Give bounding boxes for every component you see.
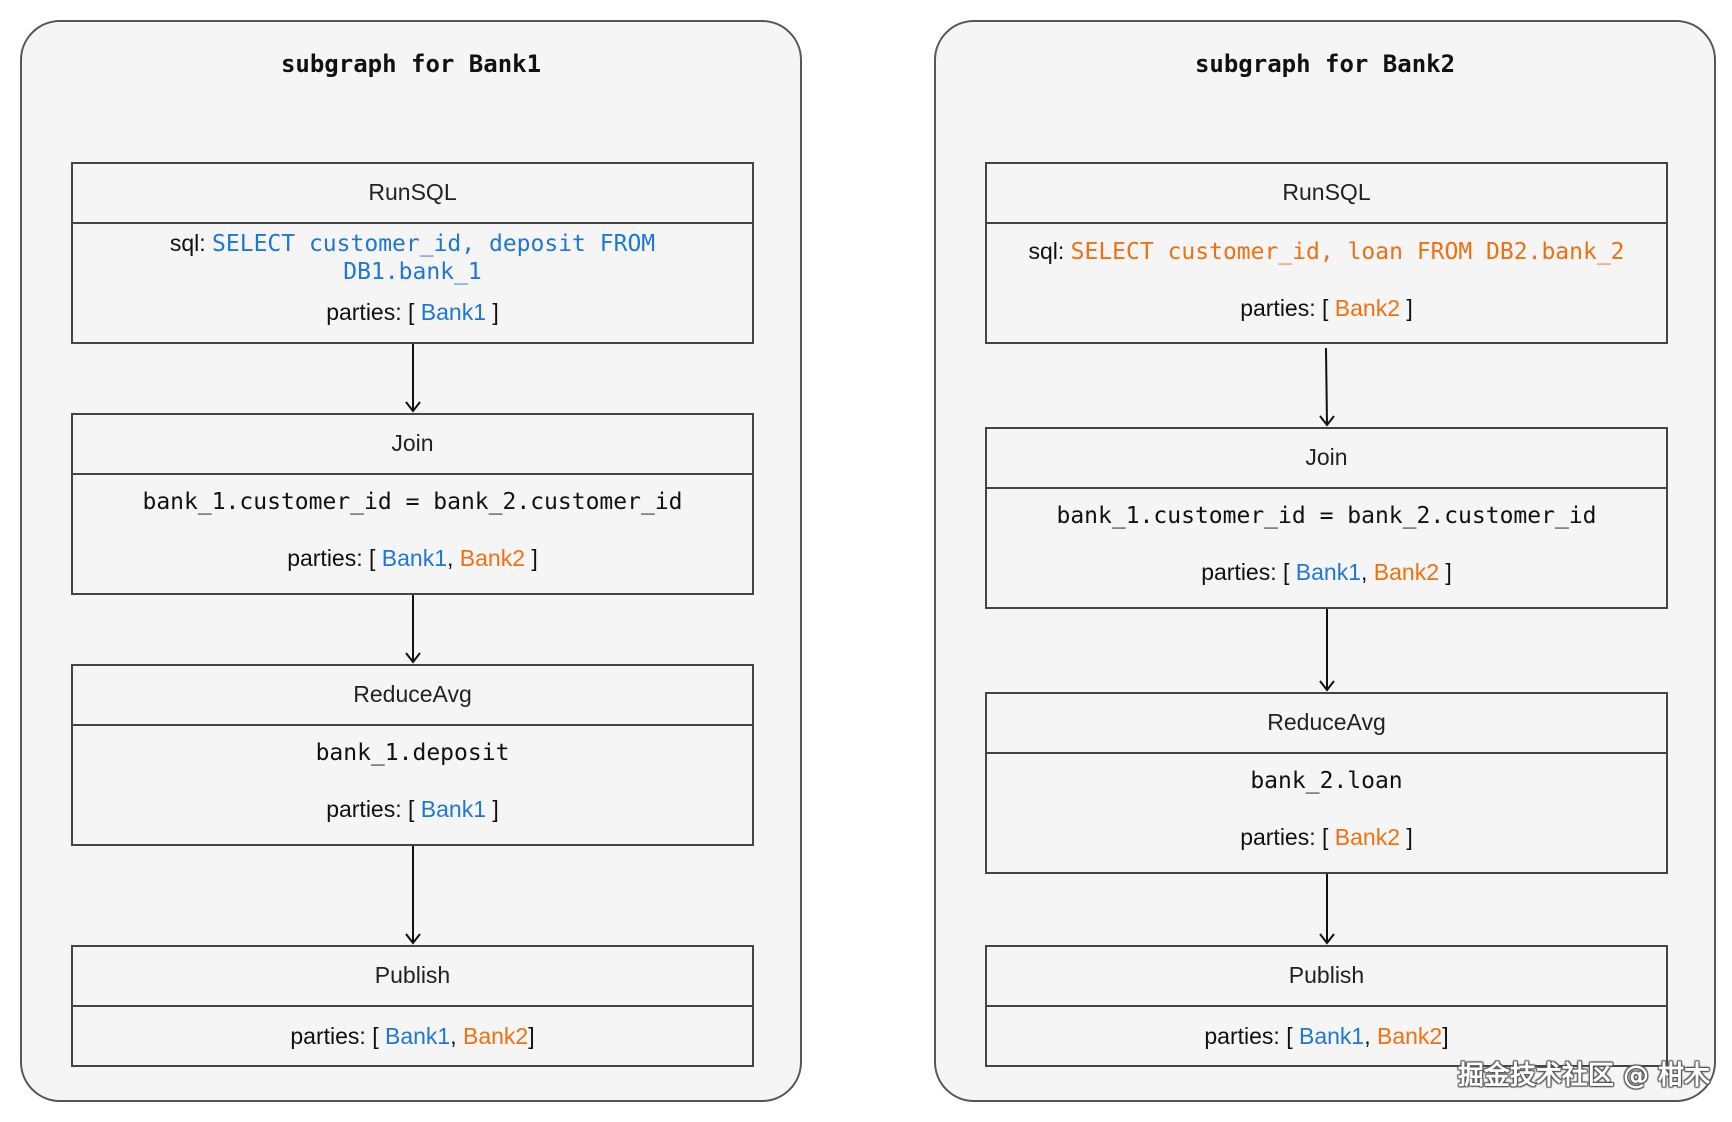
node-header: Publish <box>987 947 1666 1007</box>
node-body: parties: [ Bank1, Bank2] <box>987 1019 1666 1053</box>
sql-label: sql: <box>1028 238 1071 264</box>
arrowhead <box>1319 933 1335 945</box>
reduce-expr: bank_2.loan <box>1250 768 1403 794</box>
node-header: ReduceAvg <box>73 666 752 726</box>
party-bank1: Bank1 <box>420 796 487 822</box>
arrowhead <box>405 401 421 413</box>
arrow-runsql-to-join <box>1325 347 1328 426</box>
party-bank1: Bank1 <box>1299 1023 1365 1049</box>
arrowhead <box>1319 680 1335 692</box>
node-body: bank_1.customer_id = bank_2.customer_id … <box>73 485 752 573</box>
node-body: bank_1.deposit parties: [ Bank1 ] <box>73 736 752 824</box>
sql-query-cont: DB1.bank_1 <box>343 259 482 285</box>
node-header: Join <box>987 429 1666 489</box>
parties-line: parties: [ Bank1, Bank2 ] <box>73 543 752 573</box>
join-expr: bank_1.customer_id = bank_2.customer_id <box>142 489 683 515</box>
parties-label: parties: [ <box>1201 559 1296 585</box>
party-bank2: Bank2 <box>1373 559 1440 585</box>
party-bank2: Bank2 <box>1334 824 1401 850</box>
parties-sep: , <box>1364 1023 1377 1049</box>
parties-label: parties: [ <box>1204 1023 1299 1049</box>
node-header: Join <box>73 415 752 475</box>
parties-end: ] <box>486 796 499 822</box>
party-bank2: Bank2 <box>1377 1023 1443 1049</box>
arrowhead <box>1319 415 1335 427</box>
join-node: Join bank_1.customer_id = bank_2.custome… <box>985 427 1668 609</box>
parties-line: parties: [ Bank1, Bank2 ] <box>987 557 1666 587</box>
publish-node: Publish parties: [ Bank1, Bank2] <box>71 945 754 1067</box>
parties-end: ] <box>1439 559 1452 585</box>
flow-arrows <box>405 344 421 945</box>
party-bank1: Bank1 <box>381 545 448 571</box>
party-bank1: Bank1 <box>420 299 487 325</box>
parties-label: parties: [ <box>1240 824 1335 850</box>
parties-label: parties: [ <box>1240 295 1335 321</box>
subgraph-bank1-panel: subgraph for Bank1 RunSQL sql: SELECT cu… <box>20 20 802 1102</box>
parties-label: parties: [ <box>326 299 421 325</box>
parties-end: ] <box>486 299 499 325</box>
watermark: 掘金技术社区 @ 柑木 <box>1457 1061 1710 1091</box>
parties-line: parties: [ Bank2 ] <box>987 822 1666 852</box>
parties-line: parties: [ Bank1 ] <box>73 297 752 327</box>
node-body: sql: SELECT customer_id, deposit FROM DB… <box>73 224 752 327</box>
subgraph-bank2-panel: subgraph for Bank2 RunSQL sql: SELECT cu… <box>934 20 1716 1102</box>
parties-line: parties: [ Bank1, Bank2] <box>73 1019 752 1053</box>
sql-line: sql: SELECT customer_id, loan FROM DB2.b… <box>987 234 1666 269</box>
sql-query: SELECT customer_id, deposit FROM <box>212 231 656 257</box>
party-bank1: Bank1 <box>385 1023 451 1049</box>
runsql-node: RunSQL sql: SELECT customer_id, loan FRO… <box>985 162 1668 344</box>
parties-label: parties: [ <box>326 796 421 822</box>
sql-query: SELECT customer_id, loan FROM DB2.bank_2 <box>1070 239 1625 265</box>
parties-line: parties: [ Bank1, Bank2] <box>987 1019 1666 1053</box>
arrowhead <box>405 652 421 664</box>
parties-sep: , <box>1361 559 1374 585</box>
parties-line: parties: [ Bank1 ] <box>73 794 752 824</box>
parties-label: parties: [ <box>287 545 382 571</box>
panel-title: subgraph for Bank1 <box>280 50 542 78</box>
sql-line: sql: SELECT customer_id, deposit FROM <box>73 228 752 259</box>
party-bank2: Bank2 <box>463 1023 529 1049</box>
node-body: parties: [ Bank1, Bank2] <box>73 1019 752 1053</box>
reduceavg-node: ReduceAvg bank_1.deposit parties: [ Bank… <box>71 664 754 846</box>
join-expr: bank_1.customer_id = bank_2.customer_id <box>1056 503 1597 529</box>
party-bank2: Bank2 <box>459 545 526 571</box>
parties-sep: , <box>450 1023 463 1049</box>
join-node: Join bank_1.customer_id = bank_2.custome… <box>71 413 754 595</box>
party-bank2: Bank2 <box>1334 295 1401 321</box>
parties-sep: , <box>447 545 460 571</box>
parties-end: ] <box>1400 824 1413 850</box>
parties-end: ] <box>528 1023 535 1049</box>
publish-node: Publish parties: [ Bank1, Bank2] <box>985 945 1668 1067</box>
reduceavg-node: ReduceAvg bank_2.loan parties: [ Bank2 ] <box>985 692 1668 874</box>
parties-end: ] <box>1442 1023 1449 1049</box>
node-header: RunSQL <box>987 164 1666 224</box>
node-body: bank_1.customer_id = bank_2.customer_id … <box>987 499 1666 587</box>
node-body: bank_2.loan parties: [ Bank2 ] <box>987 764 1666 852</box>
panel-title: subgraph for Bank2 <box>1194 50 1456 78</box>
parties-label: parties: [ <box>290 1023 385 1049</box>
reduce-expr: bank_1.deposit <box>315 740 510 766</box>
party-bank1: Bank1 <box>1295 559 1362 585</box>
node-header: ReduceAvg <box>987 694 1666 754</box>
node-header: Publish <box>73 947 752 1007</box>
sql-label: sql: <box>169 230 213 256</box>
parties-line: parties: [ Bank2 ] <box>987 293 1666 323</box>
parties-end: ] <box>1400 295 1413 321</box>
node-body: sql: SELECT customer_id, loan FROM DB2.b… <box>987 234 1666 323</box>
arrowhead <box>405 933 421 945</box>
flow-arrows <box>1319 347 1335 945</box>
parties-end: ] <box>525 545 538 571</box>
node-header: RunSQL <box>73 164 752 224</box>
runsql-node: RunSQL sql: SELECT customer_id, deposit … <box>71 162 754 344</box>
